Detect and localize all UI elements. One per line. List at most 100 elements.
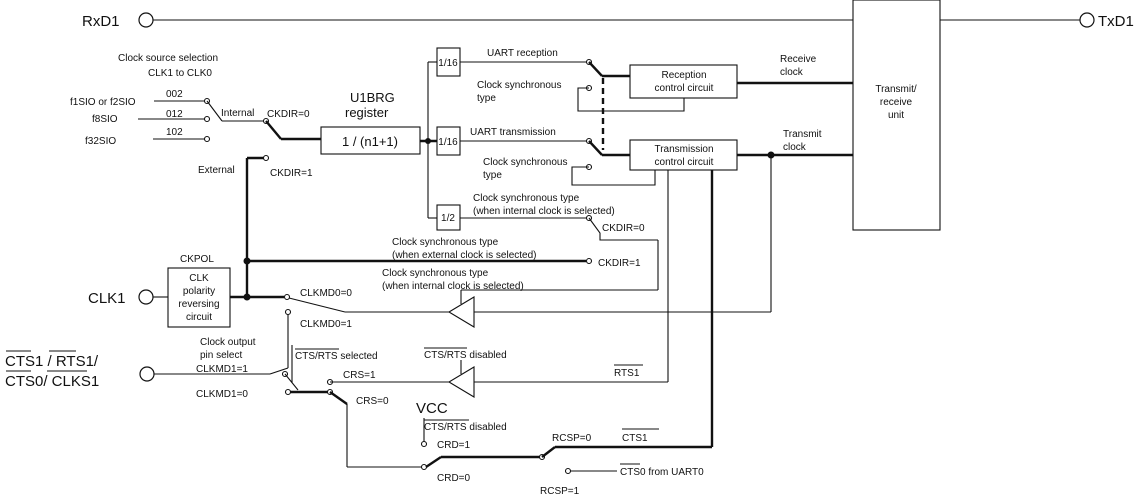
sync-int-label-1: Clock synchronous type (473, 193, 580, 204)
clkmd0-0-contact (283, 293, 291, 301)
ckdir0-label: CKDIR=0 (267, 109, 310, 120)
unit-label-1: Transmit/ (875, 84, 917, 95)
ckpol-box-4: circuit (186, 312, 212, 323)
rcsp1-label: RCSP=1 (540, 486, 580, 497)
reception-cs-label-2: type (477, 93, 496, 104)
divider-16a-label: 1/16 (438, 58, 458, 69)
clkmd1-arm-1 (269, 367, 289, 375)
rxd1-label: RxD1 (82, 13, 120, 30)
crs-switch-arm (329, 391, 348, 405)
transmission-control-circuit (629, 139, 738, 171)
transmit-clock-label-2: clock (783, 142, 807, 153)
divider-2-label: 1/2 (441, 213, 455, 224)
sync-int2-label-2: (when internal clock is selected) (382, 281, 524, 292)
clock-source-title: Clock source selection (118, 53, 218, 64)
clkmd0-1-label: CLKMD0=1 (300, 319, 352, 330)
reception-feedback (577, 87, 685, 112)
clock-source-switch-arm (206, 100, 223, 122)
cts-rts-disabled-label-1: CTS/RTS disabled (424, 350, 507, 361)
txd1-pin (1079, 12, 1095, 28)
rts1-label: RTS1 (614, 368, 640, 379)
clock-source-subtitle: CLK1 to CLK0 (148, 68, 212, 79)
f8sio-label: f8SIO (92, 114, 118, 125)
crd1-label: CRD=1 (437, 440, 471, 451)
clock-output-pin-select-2: pin select (200, 350, 242, 361)
crs0-label: CRS=0 (356, 396, 389, 407)
transmit-clock-label-1: Transmit (783, 129, 822, 140)
cts1-label: CTS1 (622, 433, 648, 444)
cts-pin-label-2: CTS0/ CLKS1 (5, 373, 99, 390)
clkmd0-line (288, 297, 346, 313)
ckdir-switch-arm (265, 120, 282, 140)
crd1-contact (420, 440, 428, 448)
reception-box-label-1: Reception (661, 70, 706, 81)
internal-label: Internal (221, 108, 254, 119)
rcsp-switch-arm (541, 446, 556, 458)
clkmd1-0-contact (284, 388, 292, 396)
vcc-label: VCC (416, 400, 448, 417)
transmission-feedback (571, 166, 656, 186)
code-00-label: 002 (166, 89, 183, 100)
code-10-label: 102 (166, 127, 183, 138)
brg-title-2: register (345, 105, 389, 120)
sync-int2-label-1: Clock synchronous type (382, 268, 489, 279)
unit-label-3: unit (888, 110, 904, 121)
crd0-label: CRD=0 (437, 473, 471, 484)
crd-switch-arm (425, 456, 442, 468)
cts-rts-selected-label: CTS/RTS selected (295, 351, 378, 362)
u1brg-register-box (320, 126, 421, 155)
clkmd0-0-label: CLKMD0=0 (300, 288, 352, 299)
sync-int-switch (588, 217, 658, 241)
clkmd1-0-label: CLKMD1=0 (196, 389, 248, 400)
transmission-box-label-2: control circuit (655, 157, 714, 168)
receive-clock-label-2: clock (780, 67, 804, 78)
brg-title-1: U1BRG (350, 90, 395, 105)
sync-ext-contact (585, 257, 593, 265)
ckpol-box-3: reversing (178, 299, 219, 310)
unit-label-2: receive (880, 97, 913, 108)
clock-output-pin-select-1: Clock output (200, 337, 256, 348)
uart-transmission-label: UART transmission (470, 127, 556, 138)
sync-ext-label-2: (when external clock is selected) (392, 250, 537, 261)
cts-pin-overlines (6, 350, 87, 372)
clkmd0-1-contact (284, 308, 292, 316)
transmission-cs-label-2: type (483, 170, 502, 181)
ckpol-label: CKPOL (180, 254, 214, 265)
sync-ext-label-1: Clock synchronous type (392, 237, 499, 248)
divider-16b-label: 1/16 (438, 137, 458, 148)
external-clock-node (243, 257, 251, 265)
transmission-cs-label-1: Clock synchronous (483, 157, 567, 168)
receive-clock-label-1: Receive (780, 54, 817, 65)
ckdir1-label: CKDIR=1 (270, 168, 313, 179)
transmit-receive-unit-box (852, 0, 941, 231)
transmission-box-label-1: Transmission (654, 144, 713, 155)
f32sio-label: f32SIO (85, 136, 116, 147)
cts-rts-disabled-label-2: CTS/RTS disabled (424, 422, 507, 433)
reception-cs-label-1: Clock synchronous (477, 80, 561, 91)
reception-control-circuit (629, 64, 738, 99)
ckpol-box-1: CLK (189, 273, 209, 284)
clk1-label: CLK1 (88, 290, 126, 307)
rcsp1-contact (564, 467, 572, 475)
txd1-label: TxD1 (1098, 13, 1134, 30)
reception-box-label-2: control circuit (655, 83, 714, 94)
sync-ext-ckdir-label: CKDIR=1 (598, 258, 641, 269)
ckpol-box-2: polarity (183, 286, 215, 297)
ckpol-node (243, 293, 251, 301)
cts0-label: CTS0 from UART0 (620, 467, 704, 478)
code-01-label: 012 (166, 109, 183, 120)
cts-pin-label-1: CTS1 / RTS1/ (5, 353, 99, 370)
uart-reception-label: UART reception (487, 48, 558, 59)
clk1-pin (138, 289, 154, 305)
switch-contact-10 (203, 135, 211, 143)
crd0-contact (420, 463, 428, 471)
sync-int-ckdir-label: CKDIR=0 (602, 223, 645, 234)
reception-switch-arm (588, 61, 603, 77)
rxd1-pin (138, 12, 154, 28)
crs1-label: CRS=1 (343, 370, 376, 381)
switch-contact-01 (203, 115, 211, 123)
brg-formula: 1 / (n1+1) (342, 134, 398, 149)
transmission-switch-arm (588, 140, 603, 156)
clock-source-input-lines (138, 100, 204, 140)
